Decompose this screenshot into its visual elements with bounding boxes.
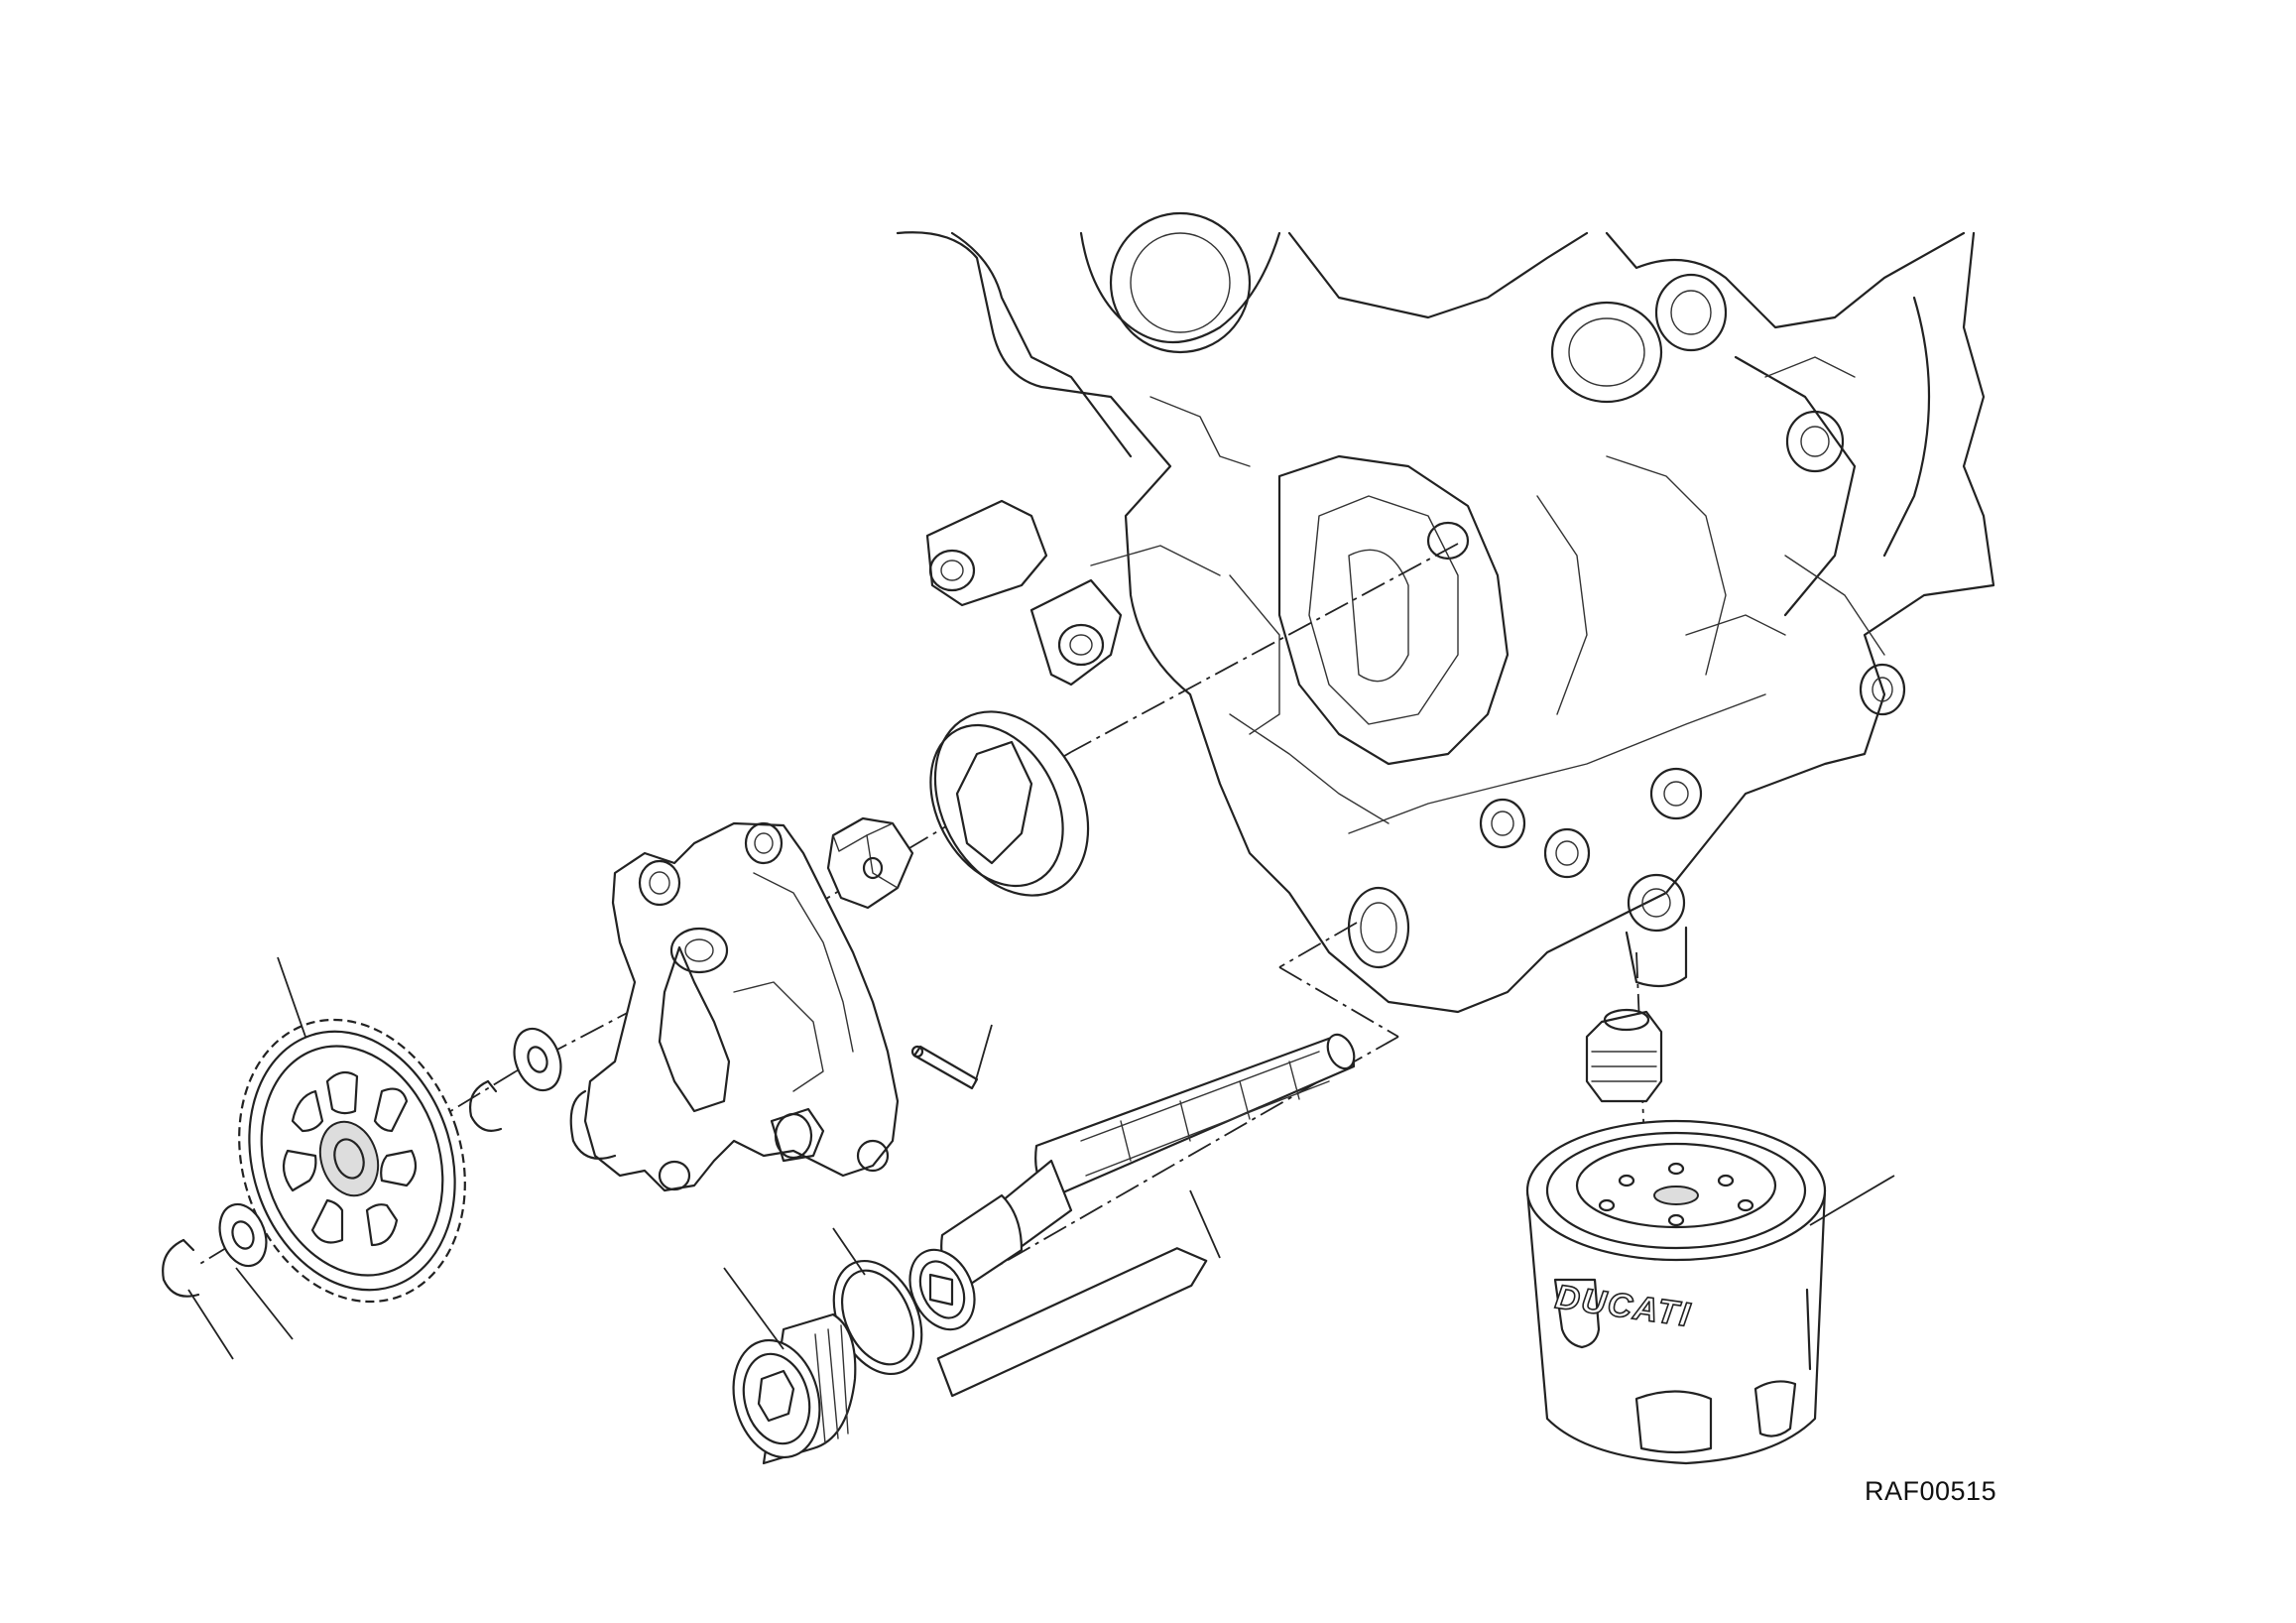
- drawing-reference-code: RAF00515: [1865, 1476, 1997, 1506]
- leader-lines: [187, 956, 1895, 1360]
- oil-pump-outer-rotor: [929, 710, 1090, 897]
- oil-pump-inner-rotor: [826, 816, 914, 910]
- filter-nipple: [1585, 1008, 1663, 1103]
- shaft-washer: [513, 1027, 562, 1092]
- oil-pump-body: [569, 821, 900, 1192]
- gear-circlip: [162, 1238, 200, 1298]
- dowel-pin: [910, 1024, 993, 1090]
- oil-filter: [1525, 1119, 1827, 1465]
- crankcase: [896, 211, 1995, 1014]
- oil-pump-gear: [238, 1018, 466, 1304]
- oil-strainer: [908, 1033, 1356, 1398]
- drain-plug: [732, 1312, 857, 1465]
- shaft-circlip: [469, 1079, 503, 1132]
- gear-washer: [218, 1202, 268, 1268]
